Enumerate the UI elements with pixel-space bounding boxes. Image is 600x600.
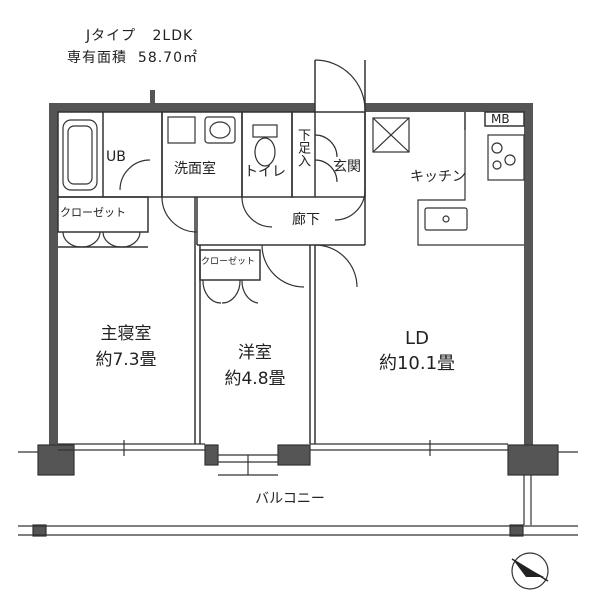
hallway-label: 廊下: [292, 212, 320, 228]
ld-name: LD: [405, 328, 429, 349]
plan-type-label: Jタイプ: [86, 28, 137, 44]
toilet-fixture: [252, 124, 278, 167]
compass-north-arrow-icon: [511, 552, 549, 590]
master-bedroom-size: 約7.3畳: [95, 350, 157, 370]
closet-doors-western: [202, 279, 259, 304]
western-room-name: 洋室: [238, 343, 272, 363]
western-room-size: 約4.8畳: [224, 369, 286, 389]
door-swings: [119, 59, 366, 288]
balcony-windows: [58, 440, 508, 476]
kitchen-label: キッチン: [410, 169, 466, 185]
area-label: 専有面積: [67, 50, 127, 66]
outer-walls: [49, 90, 533, 451]
bathtub: [62, 119, 98, 191]
closet-doors-main: [62, 231, 141, 248]
ub-label: UB: [106, 149, 126, 165]
area-value: 58.70㎡: [137, 50, 198, 66]
balcony-label: バルコニー: [255, 491, 325, 507]
toilet-label: トイレ: [244, 164, 286, 180]
balcony-columns: [32, 444, 559, 537]
master-bedroom-name: 主寝室: [100, 324, 152, 344]
balcony-rails: [18, 451, 578, 536]
plan-area-line: 専有面積 58.70㎡: [67, 47, 198, 67]
interior-walls: [57, 60, 525, 444]
closet-western-label: クローゼット: [201, 257, 256, 267]
plan-type-line: Jタイプ 2LDK: [86, 25, 193, 45]
plan-layout: 2LDK: [152, 28, 194, 44]
entrance-label: 玄関: [333, 159, 361, 175]
shaft-x: [372, 117, 410, 153]
kitchen-counter: [417, 130, 525, 246]
washroom-fixtures: [167, 116, 236, 144]
ld-size: 約10.1畳: [378, 353, 456, 374]
mb-label: MB: [491, 112, 510, 126]
washroom-label: 洗面室: [174, 161, 216, 177]
closet-main-label: クローゼット: [60, 206, 126, 219]
shoe-storage-label: 下足入: [295, 128, 310, 167]
